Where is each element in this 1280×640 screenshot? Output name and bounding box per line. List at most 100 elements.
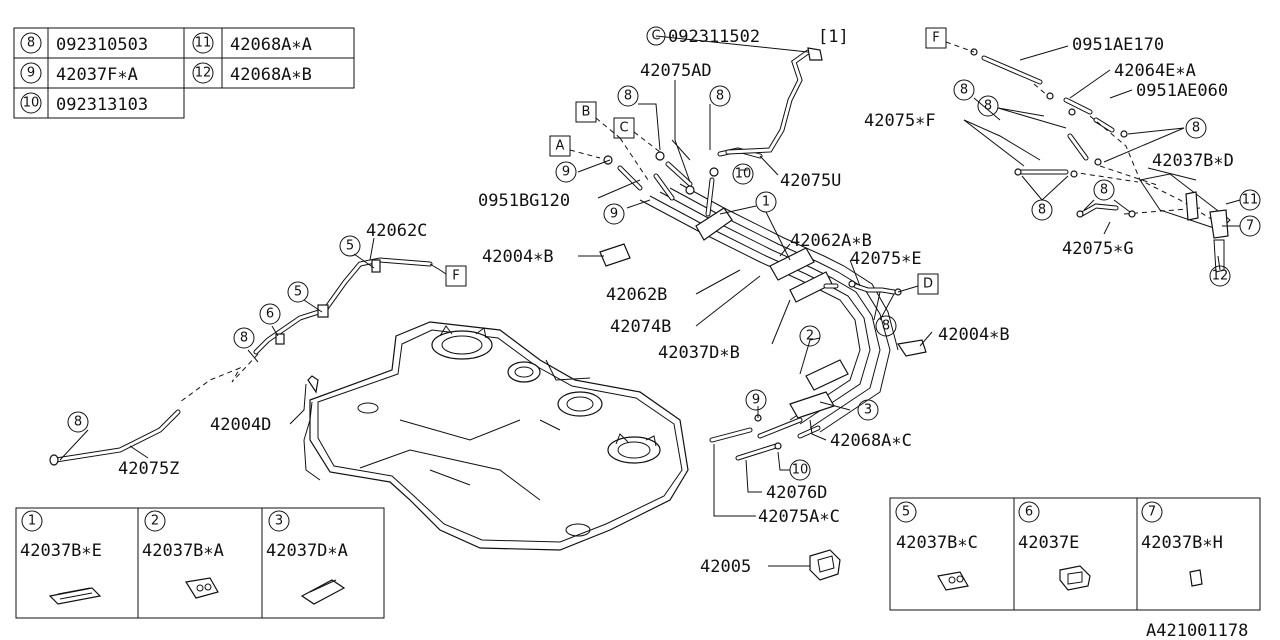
callout-8: 8 xyxy=(953,79,975,101)
label-42068AC: 42068A∗C xyxy=(830,431,912,451)
sender-flange xyxy=(507,361,541,383)
callout-9: 9 xyxy=(745,389,767,411)
diagram-code: A421001178 xyxy=(1146,621,1248,640)
svg-text:3: 3 xyxy=(864,403,872,418)
svg-text:10: 10 xyxy=(792,463,809,478)
label-0951BG120: 0951BG120 xyxy=(478,191,570,211)
svg-text:F: F xyxy=(452,269,459,284)
svg-text:D: D xyxy=(923,277,933,292)
svg-text:42037B∗C: 42037B∗C xyxy=(896,533,978,553)
svg-text:42037B∗H: 42037B∗H xyxy=(1141,533,1223,553)
callout-7: 7 xyxy=(1239,215,1261,237)
legend-num-8: 8 xyxy=(27,36,35,51)
svg-text:8: 8 xyxy=(984,99,992,114)
callout-8: 8 xyxy=(875,315,897,337)
legend-bottom-left: 1 42037B∗E 2 42037B∗A 3 42037D∗A xyxy=(15,507,385,619)
svg-text:2: 2 xyxy=(151,514,159,529)
pump-flange xyxy=(607,433,661,464)
legend-num-10: 10 xyxy=(23,96,40,111)
clamp-2 xyxy=(769,247,815,281)
label-42037BD: 42037B∗D xyxy=(1152,151,1234,171)
svg-text:1: 1 xyxy=(28,514,36,529)
callout-10: 10 xyxy=(789,459,811,481)
svg-text:C: C xyxy=(619,121,628,136)
svg-text:6: 6 xyxy=(1025,505,1033,520)
filler-vent-tube xyxy=(253,257,441,355)
callout-8: 8 xyxy=(977,95,999,117)
fuel-pipe-bundle xyxy=(639,183,899,433)
callout-8: 8 xyxy=(233,327,255,349)
label-42075Z: 42075Z xyxy=(118,459,179,479)
clip-42005 xyxy=(809,549,841,581)
callout-6: 6 xyxy=(259,303,281,325)
legend-num-9: 9 xyxy=(27,66,35,81)
clip-icon xyxy=(48,587,102,605)
svg-text:6: 6 xyxy=(266,307,274,322)
svg-text:9: 9 xyxy=(752,393,760,408)
clip-icon xyxy=(1189,569,1203,587)
ref-box-F: F xyxy=(439,265,467,287)
svg-text:B: B xyxy=(582,105,591,120)
svg-text:42037B∗A: 42037B∗A xyxy=(142,541,224,561)
right-hose-group xyxy=(970,48,1231,273)
callout-8: 8 xyxy=(617,85,639,107)
svg-text:11: 11 xyxy=(1242,193,1259,208)
label-42062AB: 42062A∗B xyxy=(790,231,872,251)
label-42004B: 42004∗B xyxy=(938,325,1010,345)
label-42075E: 42075∗E xyxy=(850,249,922,269)
svg-text:9: 9 xyxy=(610,207,618,222)
label-42075U: 42075U xyxy=(780,171,841,191)
clip-icon xyxy=(937,571,969,591)
callout-8: 8 xyxy=(709,85,731,107)
label-42037DB: 42037D∗B xyxy=(658,343,740,363)
clip-icon xyxy=(300,579,346,605)
svg-text:F: F xyxy=(932,31,939,46)
svg-text:42037D∗A: 42037D∗A xyxy=(266,541,348,561)
label-42005: 42005 xyxy=(700,557,751,577)
svg-text:42037B∗E: 42037B∗E xyxy=(20,541,102,561)
callout-12: 12 xyxy=(1209,265,1231,287)
lower-hoses xyxy=(709,414,821,461)
label-42074B: 42074B xyxy=(610,317,671,337)
connection-dash xyxy=(179,353,259,403)
leader-lines xyxy=(59,35,1241,567)
legend-num-11: 11 xyxy=(195,36,212,51)
callout-2: 2 xyxy=(799,325,821,347)
label-42062B: 42062B xyxy=(606,285,667,305)
legend-part: 42068A∗B xyxy=(230,65,312,85)
label-42075AD: 42075AD xyxy=(640,61,712,81)
svg-text:42037E: 42037E xyxy=(1018,533,1079,553)
ref-box-B: B xyxy=(575,101,649,181)
svg-text:8: 8 xyxy=(1192,121,1200,136)
callout-c-circle: C xyxy=(646,26,666,46)
callout-1: 1 xyxy=(755,191,777,213)
svg-text:8: 8 xyxy=(624,89,632,104)
svg-text:10: 10 xyxy=(735,167,752,182)
legend-part: 092310503 xyxy=(56,35,148,55)
ref-box-D: D xyxy=(897,273,939,295)
label-42004D: 42004D xyxy=(210,415,271,435)
circle-callouts: C 8 8 10 9 9 1 2 8 3 9 10 5 5 6 8 8 8 8 … xyxy=(67,26,1261,481)
callout-9: 9 xyxy=(555,161,577,183)
svg-text:5: 5 xyxy=(346,239,354,254)
svg-text:7: 7 xyxy=(1246,219,1254,234)
svg-text:9: 9 xyxy=(562,165,570,180)
svg-text:2: 2 xyxy=(806,329,814,344)
tank-band xyxy=(303,375,321,481)
callout-5: 5 xyxy=(287,281,309,303)
svg-text:5: 5 xyxy=(294,285,302,300)
callout-8: 8 xyxy=(67,411,89,433)
label-42004B: 42004∗B xyxy=(482,247,554,267)
svg-text:7: 7 xyxy=(1148,505,1156,520)
svg-text:8: 8 xyxy=(882,319,890,334)
label-0951AE170: 0951AE170 xyxy=(1072,35,1164,55)
svg-text:C: C xyxy=(651,29,660,44)
label-42062C: 42062C xyxy=(366,221,427,241)
clamp-1 xyxy=(695,207,733,241)
legend-bottom-right: 5 42037B∗C 6 42037E 7 42037B∗H xyxy=(889,497,1261,611)
label-42064EA: 42064E∗A xyxy=(1114,61,1196,81)
bracket-42004B xyxy=(599,243,631,267)
callout-3: 3 xyxy=(857,399,879,421)
callout-8: 8 xyxy=(1185,117,1207,139)
clip-icon xyxy=(1059,565,1091,591)
